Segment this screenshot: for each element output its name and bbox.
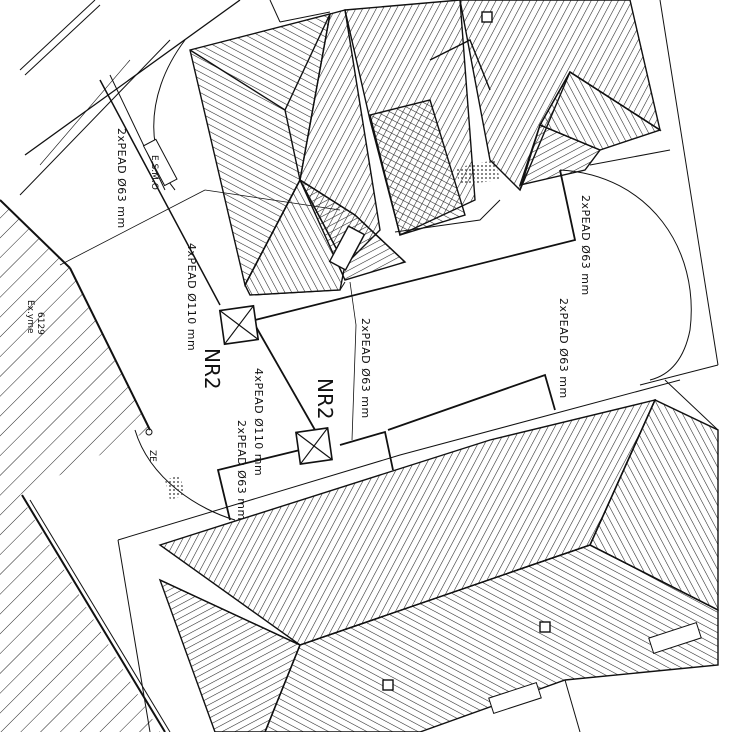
meter-box: E.S.M.O	[142, 138, 178, 190]
survey-point-icon	[145, 428, 153, 436]
neighbour-parcel: 6129 Ex.yme	[0, 199, 171, 732]
pipe-label-63-top-left: 2xPEAD Ø63 mm	[115, 128, 128, 229]
roof-plane	[518, 124, 602, 186]
pipe-label-110-lower: 4xPEAD Ø110 mm	[252, 368, 265, 476]
pipe-label-110-upper: 4xPEAD Ø110 mm	[185, 243, 198, 351]
cable-routes	[99, 74, 577, 521]
upper-building	[189, 0, 662, 296]
pipe-label-63-right-mid: 2xPEAD Ø63 mm	[557, 298, 570, 399]
pipe-label-63-bottom: 2xPEAD Ø63 mm	[235, 420, 248, 521]
corner-tag: ZE	[147, 450, 157, 462]
chamber-lower	[295, 427, 333, 465]
parcel-sub-label: Ex.yme	[25, 300, 35, 334]
meter-box-label: E.S.M.O	[149, 155, 159, 190]
lower-building	[117, 379, 719, 732]
pipe-label-63-middle: 2xPEAD Ø63 mm	[359, 318, 372, 419]
roof-plane	[369, 99, 466, 236]
chamber-label-upper: NR2	[200, 348, 224, 390]
chamber-label-lower: NR2	[313, 378, 337, 420]
chamber-upper	[218, 304, 260, 346]
pipe-label-63-right-top: 2xPEAD Ø63 mm	[579, 195, 592, 296]
parcel-number: 6129	[35, 312, 45, 335]
